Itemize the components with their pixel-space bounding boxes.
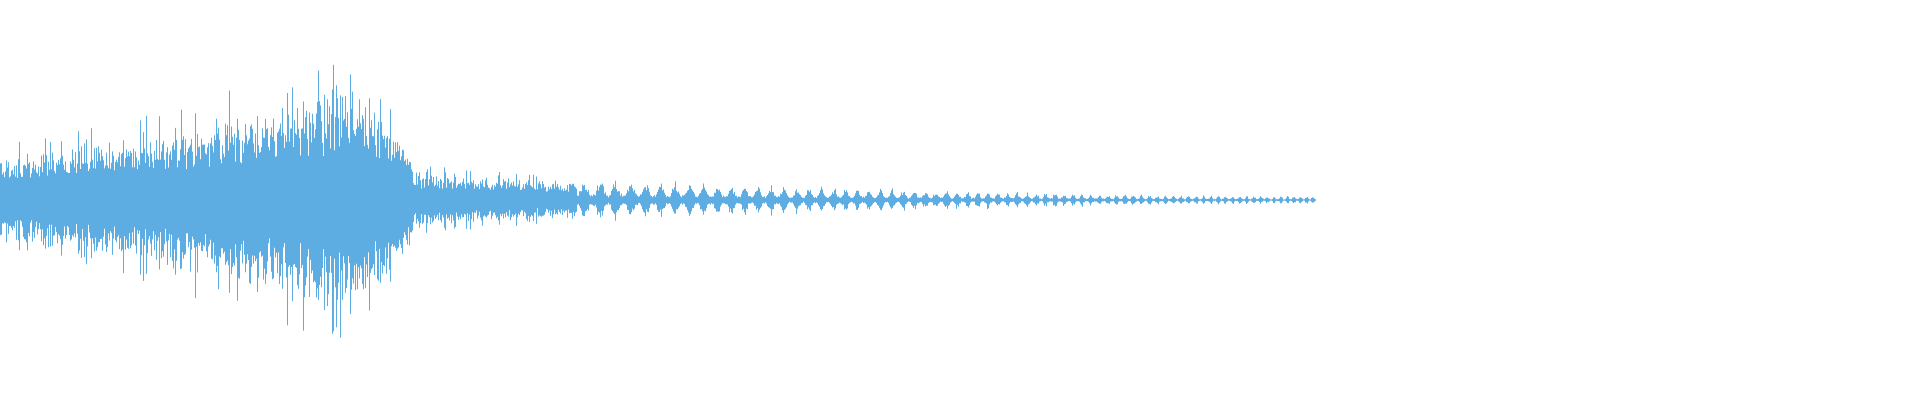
waveform-bars <box>0 64 1316 338</box>
